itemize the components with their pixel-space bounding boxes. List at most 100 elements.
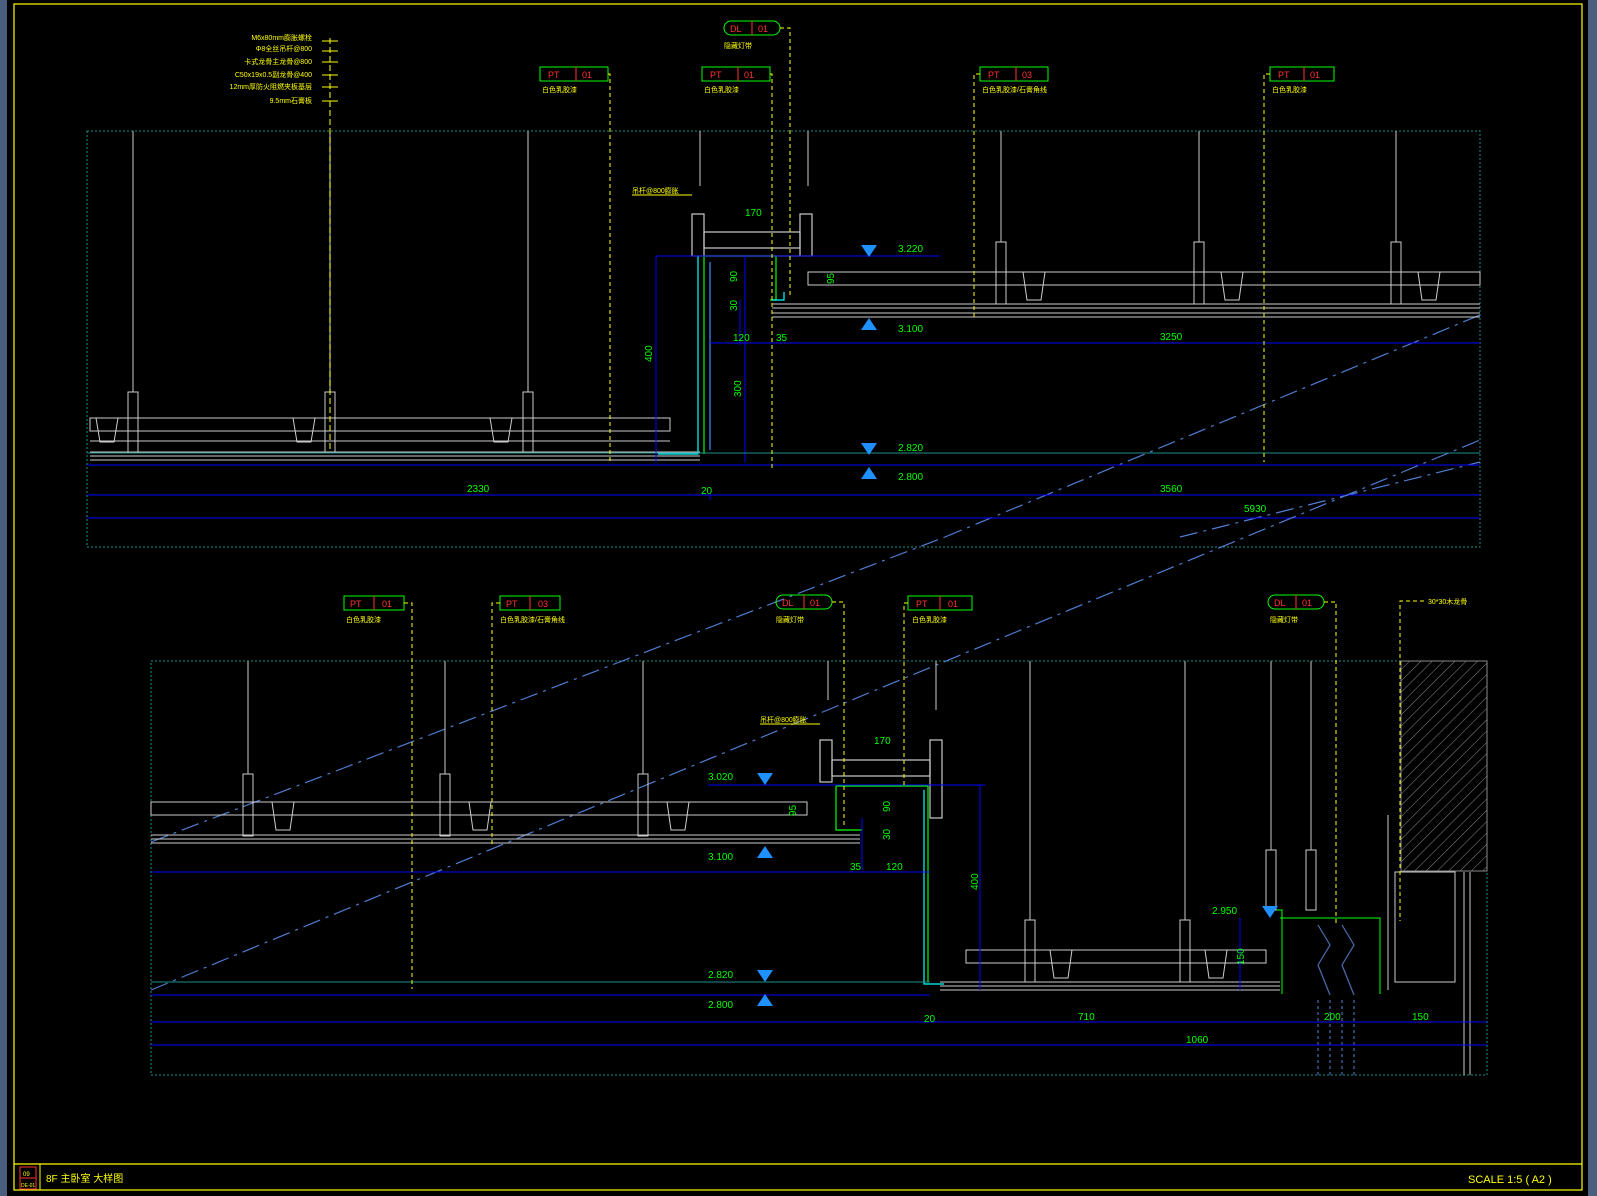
svg-text:白色乳胶漆: 白色乳胶漆: [704, 85, 739, 94]
svg-text:DL: DL: [782, 598, 794, 608]
top-note-1: M6x80mm膨胀螺栓: [251, 33, 312, 42]
bottom-tag-3[interactable]: DL 01 隐藏灯带: [775, 594, 845, 828]
svg-text:白色乳胶漆/石膏角线: 白色乳胶漆/石膏角线: [500, 615, 565, 624]
bottom-elevation-3: 2.820: [708, 970, 733, 981]
bottom-elevation-markers: [757, 773, 1278, 1006]
bottom-diagonal-line: [150, 439, 1481, 991]
top-dim-5930: 5930: [1244, 504, 1267, 515]
bottom-dim-90: 90: [882, 800, 893, 812]
bottom-tag-4[interactable]: PT 01 白色乳胶漆: [903, 595, 973, 785]
bottom-right-note: 30*30木龙骨: [1399, 597, 1467, 921]
svg-text:PT: PT: [916, 599, 928, 609]
bottom-dim-150: 150: [1412, 1012, 1429, 1023]
svg-text:隐藏灯带: 隐藏灯带: [724, 41, 752, 50]
sheet-number: 09: [23, 1172, 30, 1178]
top-note-4: C50x19x0.5副龙骨@400: [235, 70, 312, 79]
svg-text:隐藏灯带: 隐藏灯带: [1270, 615, 1298, 624]
top-tag-5[interactable]: PT 01 白色乳胶漆: [1263, 66, 1335, 462]
top-dim-3560: 3560: [1160, 484, 1183, 495]
svg-text:白色乳胶漆: 白色乳胶漆: [1272, 85, 1307, 94]
svg-text:白色乳胶漆: 白色乳胶漆: [912, 615, 947, 624]
top-dim-170: 170: [745, 208, 762, 219]
bottom-section-border: [150, 660, 1488, 1076]
bottom-hanger-rods: [247, 661, 1312, 920]
bottom-dim-1060: 1060: [1186, 1035, 1209, 1046]
top-note-3: 卡式龙骨主龙骨@800: [244, 57, 312, 66]
top-note-6: 9.5mm石膏板: [270, 96, 312, 105]
bottom-dim-lines: [151, 784, 1487, 1046]
svg-text:PT: PT: [988, 70, 1000, 80]
top-note-5: 12mm厚防火阻燃夹板基层: [230, 82, 312, 91]
svg-text:PT: PT: [506, 599, 518, 609]
bottom-light-trough: [819, 739, 944, 985]
svg-text:01: 01: [582, 70, 592, 80]
bottom-dim-170: 170: [874, 736, 891, 747]
top-dim-90: 90: [729, 270, 740, 282]
drawing-frame: [13, 3, 1583, 1191]
top-dim-20: 20: [701, 486, 713, 497]
bottom-dim-150-v: 150: [1236, 948, 1247, 965]
bottom-left-ceiling: [150, 773, 860, 844]
svg-text:01: 01: [1302, 598, 1312, 608]
svg-text:01: 01: [948, 599, 958, 609]
top-section-border: [86, 130, 1481, 548]
top-dim-400: 400: [644, 345, 655, 362]
bottom-dim-120: 120: [886, 862, 903, 873]
hatched-wall: [1400, 660, 1488, 872]
top-tag-2[interactable]: DL 01 隐藏灯带: [723, 20, 791, 298]
bottom-section: 3.020 3.100 2.820 2.800 2.950 170 95 90 …: [150, 439, 1488, 1076]
top-right-ceiling: [772, 241, 1481, 318]
top-left-hangers: [95, 391, 534, 453]
top-section: 3.220 3.100 2.820 2.800 170 90 30 95 120…: [86, 33, 1481, 548]
top-dim-35: 35: [776, 333, 788, 344]
svg-text:PT: PT: [548, 70, 560, 80]
top-elevation-markers: [861, 245, 877, 479]
bottom-dim-710: 710: [1078, 1012, 1095, 1023]
top-tag-4[interactable]: PT 03 白色乳胶漆/石膏角线: [973, 66, 1049, 318]
drawing-scale: SCALE 1:5 ( A2 ): [1468, 1174, 1552, 1186]
svg-text:01: 01: [744, 70, 754, 80]
window-frame-right: [1588, 0, 1597, 1196]
svg-text:隐藏灯带: 隐藏灯带: [776, 615, 804, 624]
top-tag-1[interactable]: PT 01 白色乳胶漆: [539, 66, 611, 464]
svg-text:PT: PT: [1278, 70, 1290, 80]
bottom-elevation-2: 3.100: [708, 852, 733, 863]
window-frame-left: [0, 0, 7, 1196]
bottom-tag-1[interactable]: PT 01 白色乳胶漆: [343, 595, 413, 989]
svg-text:03: 03: [1022, 70, 1032, 80]
top-dim-2330: 2330: [467, 484, 490, 495]
svg-text:01: 01: [382, 599, 392, 609]
svg-text:03: 03: [538, 599, 548, 609]
top-note-2: Φ8全丝吊杆@800: [256, 44, 312, 53]
top-left-ceiling: [89, 417, 700, 461]
svg-text:30*30木龙骨: 30*30木龙骨: [1428, 597, 1467, 606]
bottom-diagonal-line-2: [150, 536, 946, 843]
top-elevation-1: 3.220: [898, 244, 923, 255]
bottom-dim-20: 20: [924, 1014, 936, 1025]
svg-text:01: 01: [810, 598, 820, 608]
top-elevation-4: 2.800: [898, 472, 923, 483]
bottom-dim-200: 200: [1324, 1012, 1341, 1023]
bottom-elevation-1: 3.020: [708, 772, 733, 783]
top-diagonal-line-2: [1179, 461, 1481, 538]
top-tag-3[interactable]: PT 01 白色乳胶漆: [701, 66, 773, 468]
svg-text:白色乳胶漆/石膏角线: 白色乳胶漆/石膏角线: [982, 85, 1047, 94]
top-dim-lines: [87, 255, 1480, 519]
top-dim-120: 120: [733, 333, 750, 344]
top-dim-95: 95: [826, 272, 837, 284]
drawing-title: 8F 主卧室 大样图: [46, 1172, 123, 1185]
svg-text:白色乳胶漆: 白色乳胶漆: [346, 615, 381, 624]
top-elevation-2: 3.100: [898, 324, 923, 335]
bottom-tag-5[interactable]: DL 01 隐藏灯带: [1267, 594, 1337, 924]
top-elevation-3: 2.820: [898, 443, 923, 454]
bottom-dim-35: 35: [850, 862, 862, 873]
bottom-elevation-5: 2.950: [1212, 906, 1237, 917]
top-left-notes: M6x80mm膨胀螺栓 Φ8全丝吊杆@800 卡式龙骨主龙骨@800 C50x1…: [230, 33, 338, 452]
title-bar: 09 DE-01 8F 主卧室 大样图 SCALE 1:5 ( A2 ): [19, 1164, 1552, 1190]
bottom-tag-2[interactable]: PT 03 白色乳胶漆/石膏角线: [491, 595, 565, 847]
bottom-dim-400: 400: [970, 873, 981, 890]
top-diagonal-line: [944, 314, 1481, 538]
top-hanger-rods: [132, 131, 1397, 392]
bottom-dim-95: 95: [788, 804, 799, 816]
